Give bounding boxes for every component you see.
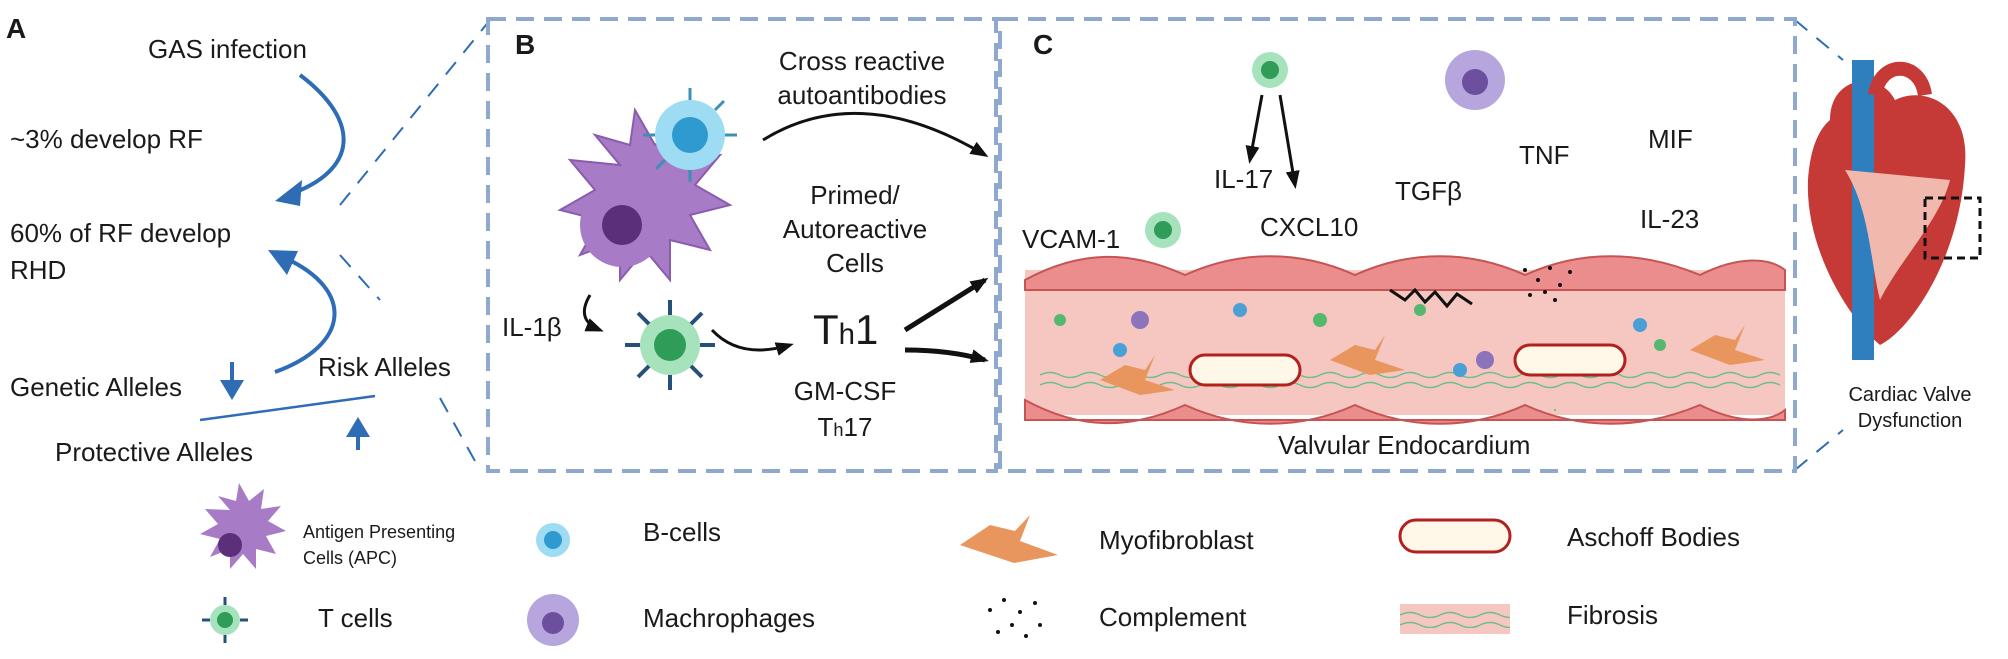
mif-label: MIF bbox=[1648, 124, 1693, 154]
legend-bcell-icon bbox=[536, 523, 570, 557]
endocardium-tissue bbox=[1024, 255, 1786, 425]
panel-c-arrows bbox=[1245, 94, 1300, 189]
risk-alleles-label: Risk Alleles bbox=[318, 352, 451, 382]
panel-label-a: A bbox=[6, 13, 27, 44]
t-cell-panel-b bbox=[625, 300, 715, 390]
heart-caption-line2: Dysfunction bbox=[1857, 410, 1963, 432]
allele-balance-line bbox=[199, 394, 376, 422]
arrowhead-alleles bbox=[268, 250, 298, 275]
macrophage-panel-c bbox=[1445, 50, 1505, 110]
t-cell-panel-c-top bbox=[1252, 52, 1288, 88]
apc-cell bbox=[557, 106, 733, 283]
protective-alleles-label: Protective Alleles bbox=[55, 437, 253, 467]
gas-infection-label: GAS infection bbox=[148, 34, 307, 64]
valvular-endocardium-label: Valvular Endocardium bbox=[1278, 430, 1531, 460]
th17-label: Th17 bbox=[817, 412, 873, 442]
panel-b-box bbox=[486, 17, 998, 473]
legend-bcells-label: B-cells bbox=[643, 517, 722, 547]
legend-fibrosis-label: Fibrosis bbox=[1567, 600, 1659, 630]
legend-myofibroblast-label: Myofibroblast bbox=[1099, 525, 1254, 555]
risk-up-arrowhead bbox=[346, 417, 370, 437]
tnf-label: TNF bbox=[1519, 140, 1570, 170]
legend-apc-label-line2: Cells (APC) bbox=[303, 548, 398, 568]
develop-rf-label: ~3% develop RF bbox=[10, 124, 203, 154]
th1-label: Th1 bbox=[813, 306, 879, 353]
tgfb-label: TGFβ bbox=[1395, 176, 1462, 206]
legend-apc-label-line1: Antigen Presenting bbox=[303, 522, 456, 542]
legend-apc-icon bbox=[200, 483, 286, 569]
legend-complement-label: Complement bbox=[1099, 602, 1247, 632]
legend-tcells-label: T cells bbox=[318, 603, 393, 633]
b-cell-panel-b bbox=[643, 88, 737, 182]
arrowhead-gas bbox=[275, 180, 302, 206]
complement-dots bbox=[1523, 266, 1572, 302]
primed-label-line2: Autoreactive bbox=[782, 214, 928, 244]
il1b-label: IL-1β bbox=[502, 312, 562, 342]
legend-complement-icon bbox=[988, 598, 1042, 638]
panel-a-arrows bbox=[199, 73, 376, 450]
heart-caption-line1: Cardiac Valve bbox=[1848, 384, 1972, 406]
legend-macrophages-label: Machrophages bbox=[643, 603, 815, 633]
genetic-down-arrowhead bbox=[220, 380, 244, 400]
legend-tcell-icon bbox=[202, 597, 248, 643]
heart-illustration bbox=[1807, 60, 1982, 360]
il23-label: IL-23 bbox=[1640, 204, 1700, 234]
legend-macrophage-icon bbox=[527, 594, 579, 646]
cross-reactive-label-line2: autoantibodies bbox=[777, 80, 947, 110]
primed-label-line1: Primed/ bbox=[810, 180, 900, 210]
genetic-alleles-label: Genetic Alleles bbox=[10, 372, 182, 402]
panel-c-box bbox=[998, 17, 1797, 473]
legend-aschoff-icon bbox=[1398, 518, 1512, 554]
legend-myofibroblast-icon bbox=[960, 515, 1058, 563]
t-cell-panel-c-vcam bbox=[1145, 212, 1181, 248]
cross-reactive-label-line1: Cross reactive bbox=[778, 46, 946, 76]
panel-label-b: B bbox=[515, 29, 536, 60]
develop-rhd-label-line2: RHD bbox=[10, 255, 67, 285]
panel-b-arrows bbox=[582, 111, 989, 363]
il17-label: IL-17 bbox=[1214, 164, 1274, 194]
curved-arrow-gas-to-rf bbox=[287, 73, 346, 197]
zoom-lines bbox=[339, 19, 1844, 471]
panel-label-c: C bbox=[1033, 29, 1054, 60]
primed-label-line3: Cells bbox=[826, 248, 884, 278]
gmcsf-label: GM-CSF bbox=[793, 376, 897, 406]
legend-fibrosis-fibers bbox=[1400, 610, 1510, 628]
curved-arrow-alleles-to-rhd bbox=[274, 256, 337, 374]
cxcl10-label: CXCL10 bbox=[1260, 212, 1359, 242]
develop-rhd-label-line1: 60% of RF develop bbox=[10, 218, 232, 248]
legend-aschoff-label: Aschoff Bodies bbox=[1567, 522, 1740, 552]
vcam1-label: VCAM-1 bbox=[1022, 224, 1121, 254]
